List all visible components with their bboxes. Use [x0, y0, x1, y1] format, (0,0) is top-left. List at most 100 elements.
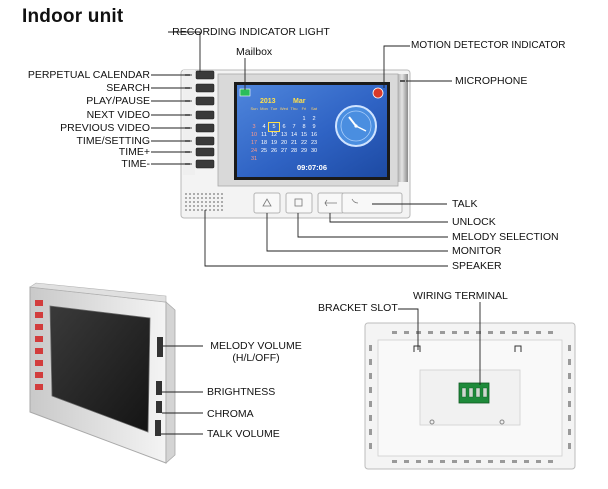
calendar-day: 30	[310, 148, 318, 154]
vent-slot	[392, 460, 397, 463]
brightness-knob[interactable]	[156, 381, 162, 395]
calendar-day: 15	[300, 132, 308, 138]
vent-slot	[500, 460, 505, 463]
bottom-buttons	[253, 192, 403, 214]
previous-video-button[interactable]	[195, 123, 215, 133]
calendar-day: 28	[290, 148, 298, 154]
speaker-hole	[193, 205, 195, 207]
label-recording-indicator-light: RECORDING INDICATOR LIGHT	[172, 26, 330, 38]
calendar-day: 22	[300, 140, 308, 146]
speaker-hole	[197, 209, 199, 211]
screen-month: Mar	[293, 98, 306, 105]
time-minus-button[interactable]	[195, 159, 215, 169]
monitor-icon	[262, 198, 272, 207]
side-device-screen	[49, 305, 151, 433]
vent-slot	[568, 359, 571, 365]
calendar-day: 12	[270, 132, 278, 138]
calendar-day: 13	[280, 132, 288, 138]
vent-slot	[428, 331, 433, 334]
vent-slot	[524, 331, 529, 334]
label-melody-volume-modes: (H/L/OFF)	[232, 352, 280, 364]
speaker-hole	[201, 201, 203, 203]
speaker-grille	[185, 193, 223, 211]
label-melody-selection: MELODY SELECTION	[452, 231, 559, 243]
speaker-hole	[185, 201, 187, 203]
side-view-button	[35, 300, 43, 306]
unlock-icon	[324, 199, 337, 207]
screw-hole	[499, 419, 505, 425]
search-button[interactable]	[195, 83, 215, 93]
chroma-knob[interactable]	[156, 401, 162, 413]
speaker-hole	[197, 193, 199, 195]
label-bracket-slot: BRACKET SLOT	[318, 302, 398, 314]
vent-slot	[568, 443, 571, 449]
vent-slot	[512, 331, 517, 334]
speaker-hole	[213, 209, 215, 211]
talk-volume-knob[interactable]	[155, 420, 161, 436]
vent-slot	[568, 401, 571, 407]
calendar-day: 27	[280, 148, 288, 154]
calendar-day: 24	[250, 148, 258, 154]
calendar-day: 17	[250, 140, 258, 146]
speaker-hole	[205, 205, 207, 207]
side-view-button	[35, 384, 43, 390]
melody-selection-button[interactable]	[285, 192, 313, 214]
speaker-hole	[213, 205, 215, 207]
terminal-pin	[482, 387, 488, 398]
label-next-video: NEXT VIDEO	[86, 109, 150, 121]
label-previous-video: PREVIOUS VIDEO	[60, 122, 150, 134]
label-chroma: CHROMA	[207, 408, 254, 420]
speaker-hole	[197, 201, 199, 203]
vent-slot	[369, 443, 372, 449]
vent-slot	[452, 460, 457, 463]
microphone-hole	[400, 80, 405, 82]
talk-button[interactable]	[341, 192, 403, 214]
front-leader-lines	[151, 31, 452, 267]
speaker-hole	[193, 193, 195, 195]
melody-volume-switch[interactable]	[157, 337, 163, 357]
speaker-hole	[205, 209, 207, 211]
calendar-day: 23	[310, 140, 318, 146]
vent-slot	[500, 331, 505, 334]
speaker-hole	[213, 197, 215, 199]
speaker-hole	[205, 197, 207, 199]
speaker-hole	[209, 193, 211, 195]
weekday-label: Mon	[260, 106, 268, 111]
speaker-hole	[193, 201, 195, 203]
calendar-day: 1	[302, 116, 306, 122]
calendar-day: 19	[270, 140, 278, 146]
calendar-day: 25	[260, 148, 268, 154]
terminal-pin	[475, 387, 481, 398]
label-unlock: UNLOCK	[452, 216, 496, 228]
next-video-button[interactable]	[195, 110, 215, 120]
speaker-hole	[189, 193, 191, 195]
monitor-button[interactable]	[253, 192, 281, 214]
vent-slot	[428, 460, 433, 463]
calendar-day	[249, 115, 259, 123]
speaker-hole	[217, 201, 219, 203]
calendar-day	[279, 115, 289, 123]
calendar-day: 26	[270, 148, 278, 154]
time-plus-button[interactable]	[195, 147, 215, 157]
side-view-button	[35, 372, 43, 378]
vent-slot	[524, 460, 529, 463]
front-metal-strip	[396, 74, 408, 182]
vent-slot	[568, 429, 571, 435]
calendar-day: 4	[262, 124, 266, 130]
perpetual-calendar-button[interactable]	[195, 70, 215, 80]
weekday-label: Thu	[290, 106, 298, 111]
calendar-day: 21	[290, 140, 298, 146]
vent-slot	[416, 331, 421, 334]
vent-slot	[568, 415, 571, 421]
calendar-day: 9	[312, 124, 316, 130]
time-setting-button[interactable]	[195, 136, 215, 146]
vent-slot	[536, 460, 541, 463]
play-pause-button[interactable]	[195, 96, 215, 106]
bracket-slot-left	[413, 345, 421, 352]
calendar-day: 16	[310, 132, 318, 138]
side-device-edge	[165, 301, 176, 464]
wiring-terminal[interactable]	[458, 382, 490, 404]
speaker-hole	[185, 205, 187, 207]
